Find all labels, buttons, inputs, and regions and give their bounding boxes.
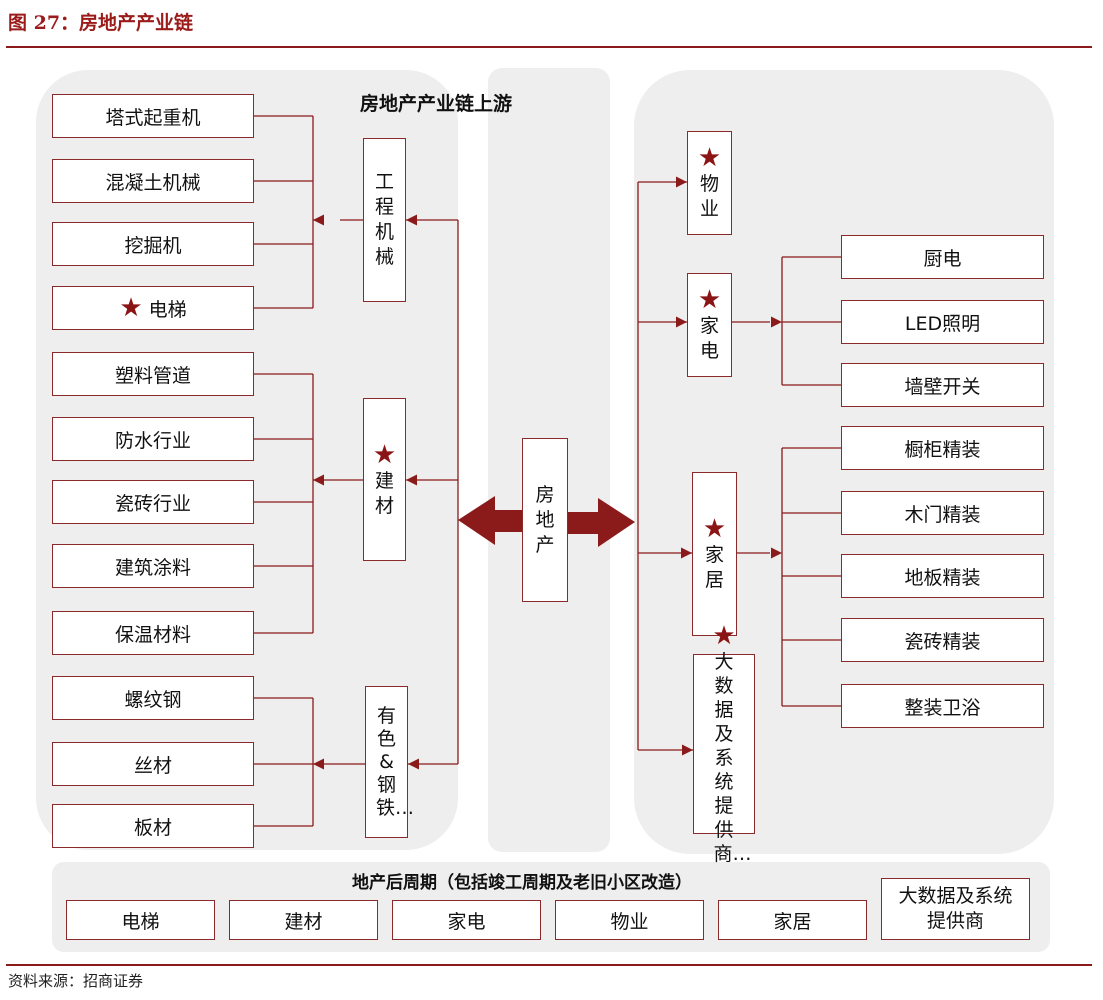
upstream-item-rebar: 螺纹钢 (52, 676, 254, 720)
downstream-category-home-furnishing: ★家居 (692, 472, 737, 636)
star-icon: ★ (119, 293, 143, 323)
downstream-item-floor-finishing: 地板精装 (841, 554, 1044, 598)
double-arrow-icon (458, 496, 522, 545)
upstream-item-excavator: 挖掘机 (52, 222, 254, 266)
upstream-item-waterproofing: 防水行业 (52, 417, 254, 461)
star-icon: ★ (697, 143, 722, 173)
upstream-item-elevator: ★电梯 (52, 286, 254, 330)
star-icon: ★ (372, 439, 397, 470)
post-cycle-item-home-furnishing: 家居 (718, 900, 867, 940)
upstream-category-metals-steel: 有色&钢铁… (365, 686, 414, 838)
upstream-item-wire: 丝材 (52, 742, 254, 786)
arrow-icon (676, 316, 687, 328)
upstream-category-building-materials: ★建材 (363, 398, 406, 561)
arrow-icon (313, 758, 324, 770)
arrow-icon (682, 744, 693, 756)
upstream-item-plastic-pipe: 塑料管道 (52, 352, 254, 396)
upstream-category-engineering-machinery: 工程机械 (363, 138, 406, 302)
post-cycle-title: 地产后周期（包括竣工周期及老旧小区改造） (352, 873, 692, 893)
downstream-item-wood-door-finishing: 木门精装 (841, 491, 1044, 535)
post-cycle-item-property-mgmt: 物业 (555, 900, 704, 940)
downstream-item-kitchen-appliances: 厨电 (841, 235, 1044, 279)
arrow-icon (408, 758, 419, 770)
post-cycle-item-building-materials: 建材 (229, 900, 378, 940)
post-cycle-item-elevator: 电梯 (66, 900, 215, 940)
downstream-category-big-data-providers: ★大数据及系统提供商… (693, 622, 755, 865)
upstream-item-tower-crane: 塔式起重机 (52, 94, 254, 138)
arrow-icon (406, 474, 417, 486)
upstream-item-concrete-machinery: 混凝土机械 (52, 159, 254, 203)
downstream-item-cabinet-finishing: 橱柜精装 (841, 426, 1044, 470)
downstream-item-integrated-bathroom: 整装卫浴 (841, 684, 1044, 728)
arrow-icon (406, 214, 417, 226)
arrow-icon (313, 214, 324, 226)
upstream-item-plate: 板材 (52, 804, 254, 848)
arrow-icon (681, 547, 692, 559)
upstream-title: 房地产产业链上游 (360, 93, 513, 115)
center-real-estate: 房地产 (522, 438, 568, 602)
downstream-item-led-lighting: LED照明 (841, 300, 1044, 344)
arrow-icon (771, 547, 782, 559)
bottom-rule (6, 964, 1092, 966)
upstream-item-ceramic-tile: 瓷砖行业 (52, 480, 254, 524)
source-note: 资料来源：招商证券 (8, 972, 144, 990)
star-icon: ★ (702, 514, 727, 544)
figure-title: 图 27：房地产产业链 (8, 12, 194, 34)
post-cycle-item-big-data-providers: 大数据及系统提供商 (881, 878, 1030, 940)
arrow-icon (313, 474, 324, 486)
top-rule (6, 46, 1092, 48)
star-icon: ★ (712, 621, 736, 651)
arrow-icon (676, 176, 687, 188)
downstream-item-wall-switch: 墙壁开关 (841, 363, 1044, 407)
post-cycle-item-home-appliances: 家电 (392, 900, 541, 940)
downstream-category-property-mgmt: ★物业 (687, 131, 732, 235)
upstream-item-insulation: 保温材料 (52, 611, 254, 655)
star-icon: ★ (697, 285, 722, 315)
downstream-item-tile-finishing: 瓷砖精装 (841, 618, 1044, 662)
arrow-icon (771, 316, 782, 328)
downstream-category-home-appliances: ★家电 (687, 273, 732, 377)
upstream-item-architectural-paint: 建筑涂料 (52, 544, 254, 588)
double-arrow-icon (568, 498, 635, 547)
